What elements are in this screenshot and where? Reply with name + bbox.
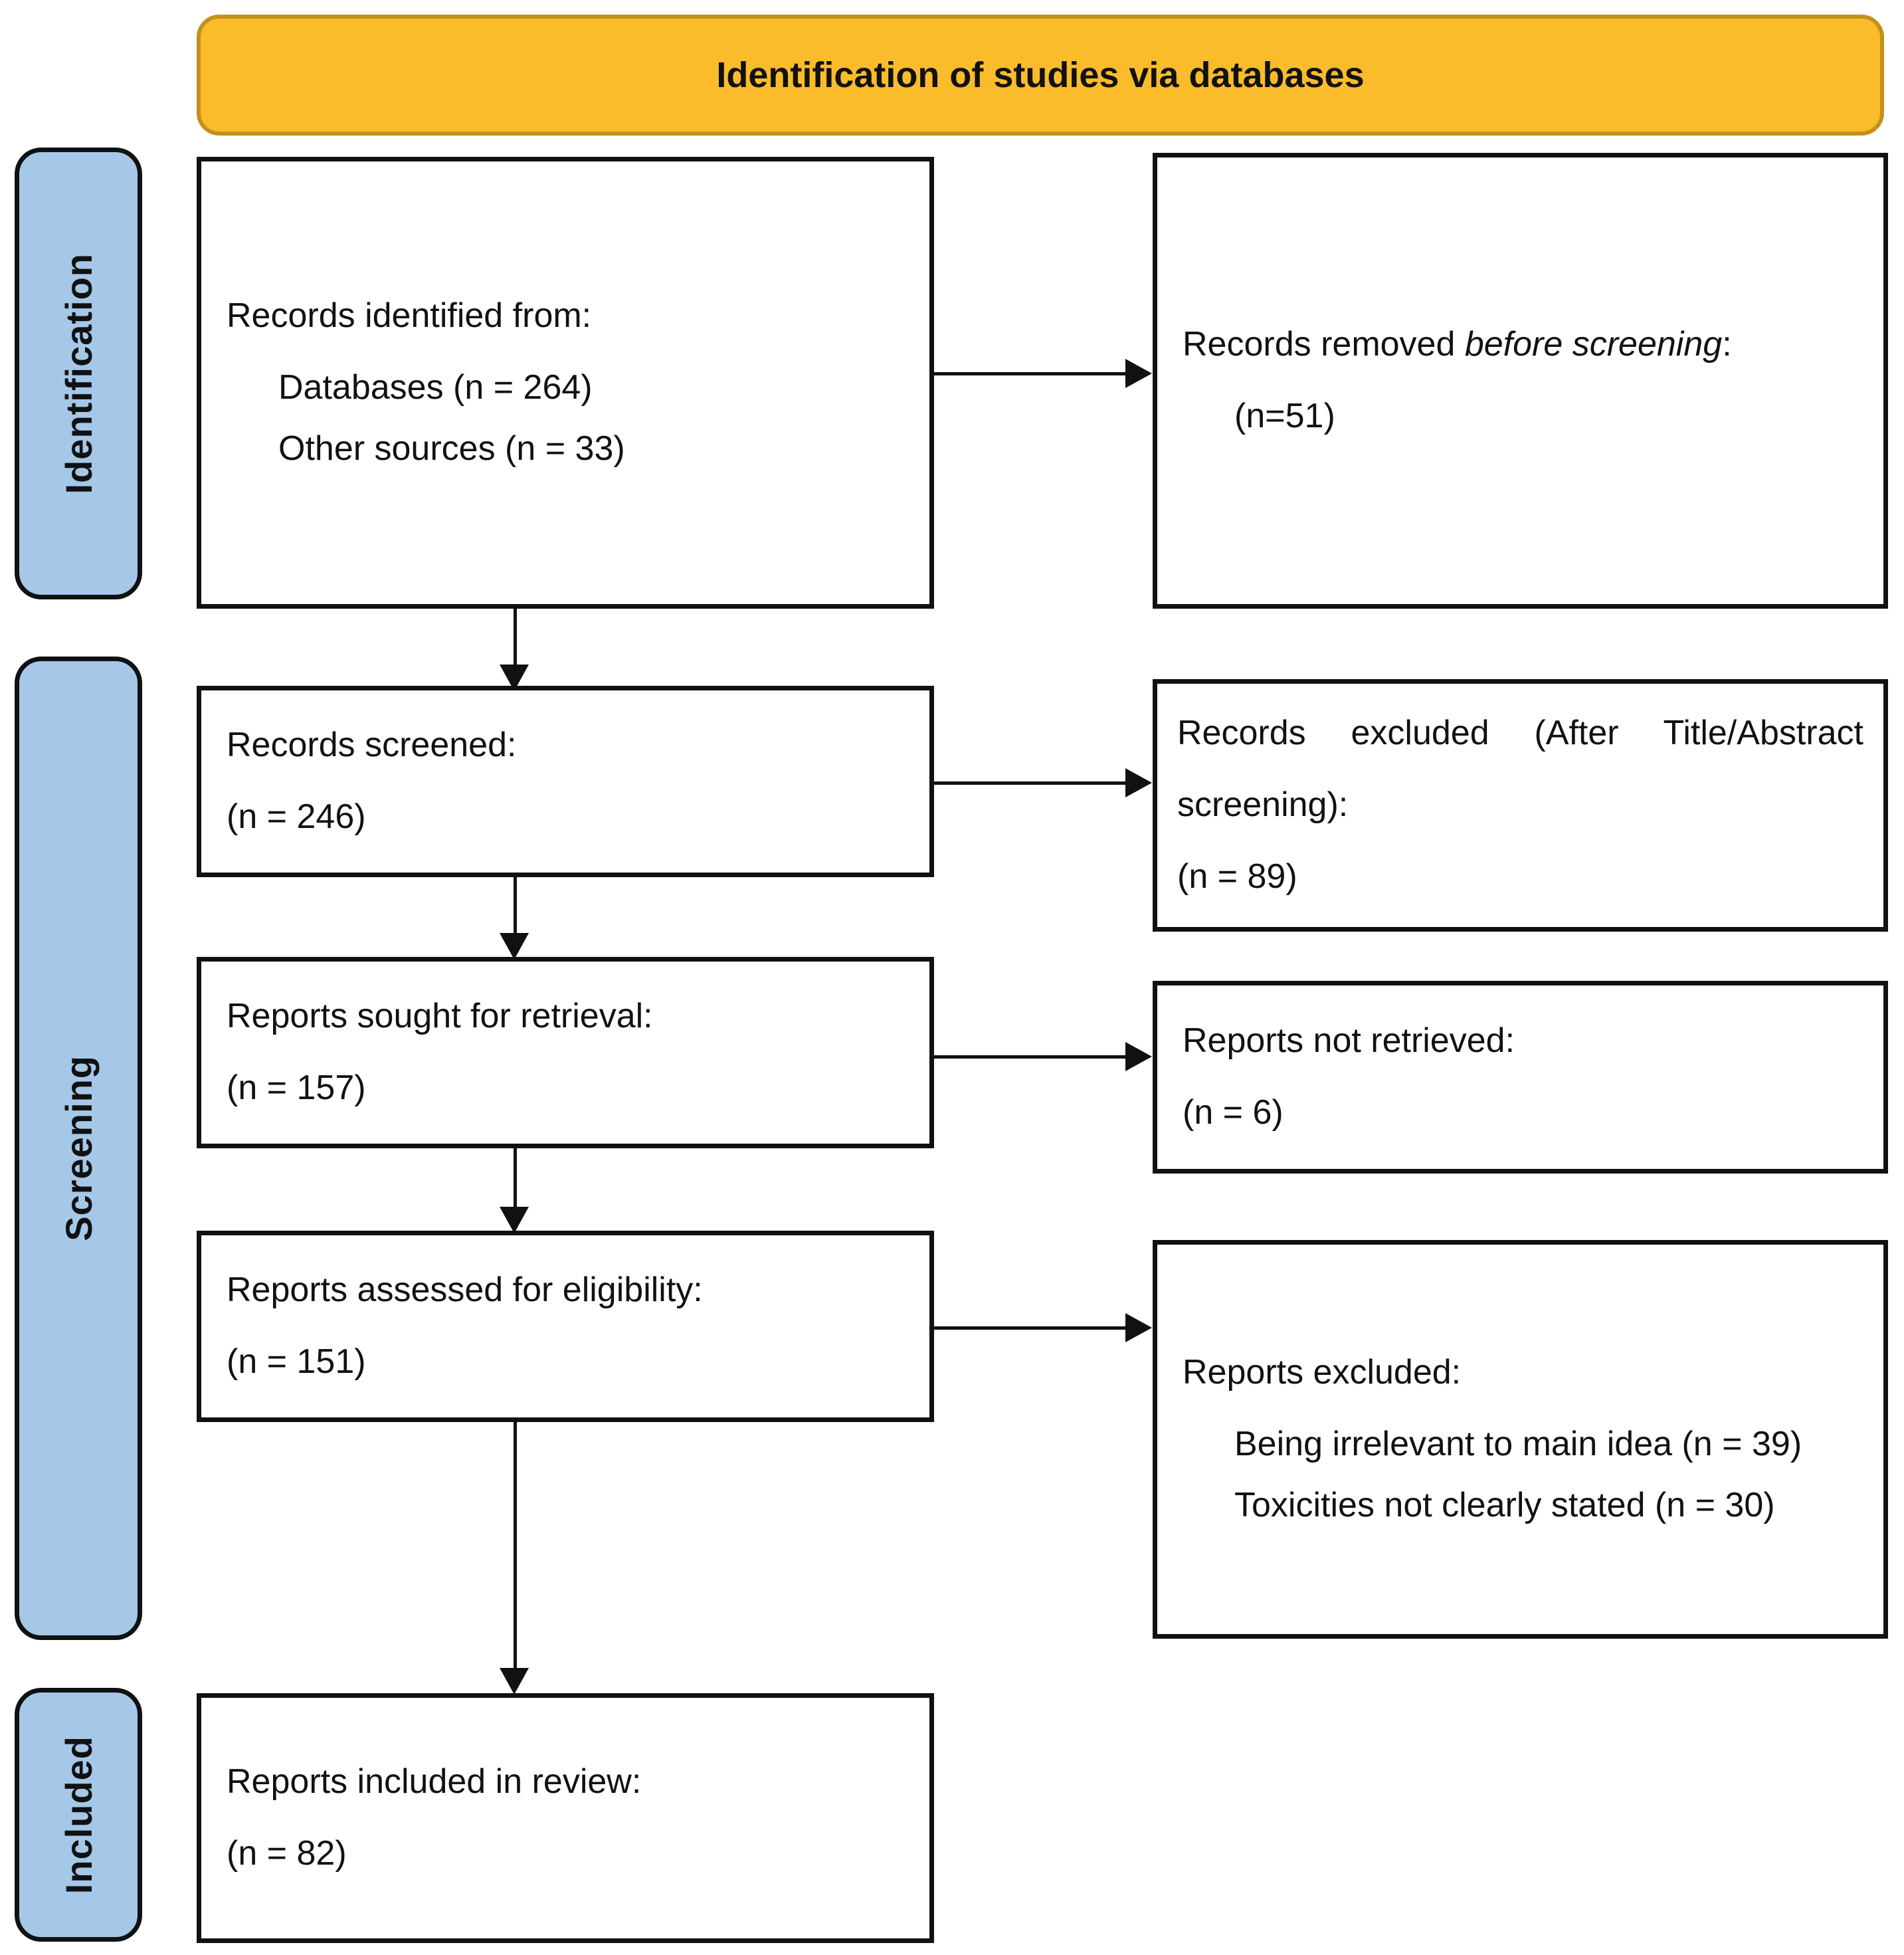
records-removed-heading-italic: before screening [1464,325,1723,364]
records-excluded-line-1: Records excluded (After Title/Abstract [1177,714,1863,753]
stage-identification: Identification [15,148,142,599]
stage-included-label: Included [57,1735,100,1895]
connector-screened-to-excluded [934,781,1125,785]
records-screened-count: (n = 246) [227,797,366,836]
arrowhead-identified-to-removed [1125,359,1152,388]
box-records-excluded-title-abstract: Records excluded (After Title/Abstract s… [1153,679,1888,932]
records-identified-heading: Records identified from: [227,296,592,336]
arrowhead-screened-to-sought [500,933,529,960]
stage-screening: Screening [15,657,142,1640]
connector-sought-to-assessed [514,1148,517,1223]
connector-identified-to-screened [514,609,517,682]
box-reports-excluded: Reports excluded: Being irrelevant to ma… [1153,1240,1888,1639]
box-records-removed-before-screening: Records removed before screening: (n=51) [1153,153,1888,609]
box-reports-sought-for-retrieval: Reports sought for retrieval: (n = 157) [197,957,934,1148]
stage-screening-label: Screening [57,1055,100,1241]
reports-excluded-reason-toxicities: Toxicities not clearly stated (n = 30) [1234,1485,1775,1524]
records-identified-item-other-sources: Other sources (n = 33) [278,429,625,468]
connector-assessed-to-excluded [934,1326,1125,1330]
records-removed-count: (n=51) [1234,397,1335,435]
reports-not-retrieved-heading: Reports not retrieved: [1183,1021,1515,1061]
arrowhead-sought-to-assessed [500,1207,529,1233]
records-removed-heading: Records removed before screening: [1183,320,1858,369]
records-identified-item-databases: Databases (n = 264) [278,368,593,407]
arrowhead-sought-to-not-retrieved [1125,1042,1152,1071]
arrowhead-assessed-to-excluded [1125,1313,1152,1342]
banner-identification-via-databases: Identification of studies via databases [197,15,1884,136]
stage-identification-label: Identification [57,253,100,494]
records-excluded-count: (n = 89) [1177,857,1297,896]
reports-not-retrieved-count: (n = 6) [1183,1093,1284,1132]
reports-excluded-reason-irrelevant: Being irrelevant to main idea (n = 39) [1234,1425,1802,1464]
banner-title: Identification of studies via databases [716,55,1365,95]
reports-assessed-count: (n = 151) [227,1342,366,1381]
connector-sought-to-not-retrieved [934,1055,1125,1059]
reports-excluded-heading: Reports excluded: [1183,1353,1462,1392]
reports-sought-heading: Reports sought for retrieval: [227,997,653,1036]
box-records-identified: Records identified from: Databases (n = … [197,157,934,609]
box-reports-included-in-review: Reports included in review: (n = 82) [197,1693,934,1943]
records-removed-heading-suffix: : [1722,325,1732,364]
box-reports-not-retrieved: Reports not retrieved: (n = 6) [1153,981,1888,1174]
reports-included-heading: Reports included in review: [227,1762,642,1801]
reports-assessed-heading: Reports assessed for eligibility: [227,1271,703,1310]
stage-included: Included [15,1688,142,1942]
records-screened-heading: Records screened: [227,726,517,765]
reports-sought-count: (n = 157) [227,1069,366,1107]
connector-screened-to-sought [514,877,517,949]
connector-identified-to-removed [934,372,1125,375]
records-removed-heading-prefix: Records removed [1183,325,1465,364]
records-excluded-line-2: screening): [1177,785,1349,825]
box-records-screened: Records screened: (n = 246) [197,686,934,877]
connector-assessed-to-included [514,1422,517,1683]
arrowhead-assessed-to-included [500,1668,529,1695]
box-reports-assessed-for-eligibility: Reports assessed for eligibility: (n = 1… [197,1231,934,1422]
reports-included-count: (n = 82) [227,1834,347,1873]
arrowhead-screened-to-excluded [1125,768,1152,797]
